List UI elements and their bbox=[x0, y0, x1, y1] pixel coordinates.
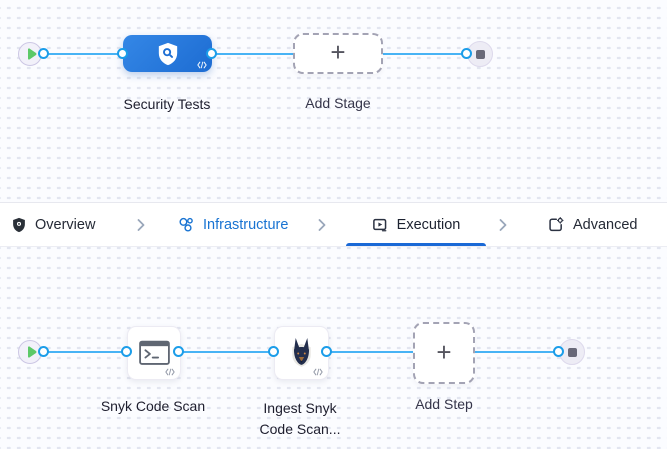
add-stage-button[interactable]: + bbox=[293, 33, 383, 74]
step-label: Ingest Snyk Code Scan... bbox=[230, 398, 370, 440]
stop-icon bbox=[567, 347, 577, 357]
play-icon bbox=[27, 346, 37, 358]
plus-icon: + bbox=[436, 336, 452, 367]
connector-ring bbox=[38, 346, 49, 357]
add-step-button[interactable]: + bbox=[413, 322, 475, 384]
step-label: Snyk Code Scan bbox=[100, 398, 206, 414]
tab-label: Execution bbox=[396, 216, 461, 233]
connector-ring bbox=[121, 346, 132, 357]
tab-label: Infrastructure bbox=[203, 216, 289, 233]
connector-ring bbox=[117, 48, 128, 59]
plus-icon: + bbox=[330, 37, 346, 67]
step-connector-line bbox=[179, 351, 274, 353]
tab-advanced[interactable]: Advanced bbox=[548, 203, 638, 246]
step-connector-line bbox=[327, 351, 413, 353]
tab-execution[interactable]: Execution bbox=[346, 203, 486, 246]
snyk-dog-icon bbox=[287, 337, 316, 370]
tab-label: Overview bbox=[35, 216, 96, 233]
active-tab-indicator bbox=[346, 243, 486, 246]
code-icon bbox=[165, 368, 175, 376]
canvas-bottom-edge bbox=[0, 449, 667, 458]
tab-overview[interactable]: Overview bbox=[12, 203, 95, 246]
pipeline-end-node bbox=[467, 41, 493, 67]
shield-icon bbox=[12, 217, 26, 233]
chevron-right-icon bbox=[318, 218, 326, 231]
add-stage-label: Add Stage bbox=[305, 95, 371, 111]
stage-connector-line bbox=[383, 53, 467, 55]
advanced-gear-icon bbox=[548, 216, 564, 233]
stage-node-security-tests[interactable] bbox=[123, 35, 212, 72]
stage-label: Security Tests bbox=[123, 96, 211, 112]
stage-connector-line bbox=[212, 53, 293, 55]
step-node-snyk-code-scan[interactable] bbox=[127, 326, 181, 380]
connector-ring bbox=[173, 346, 184, 357]
step-connector-line bbox=[475, 351, 559, 353]
code-icon bbox=[197, 61, 207, 69]
tab-label: Advanced bbox=[573, 216, 638, 233]
connector-ring bbox=[38, 48, 49, 59]
connector-ring bbox=[461, 48, 472, 59]
tab-infrastructure[interactable]: Infrastructure bbox=[178, 203, 288, 246]
step-label-line2: Code Scan... bbox=[259, 421, 341, 437]
connector-ring bbox=[321, 346, 332, 357]
chevron-right-icon bbox=[137, 218, 145, 231]
step-label-line1: Ingest Snyk bbox=[263, 400, 337, 416]
step-connector-line bbox=[44, 351, 127, 353]
stop-icon bbox=[475, 49, 485, 59]
step-node-ingest-snyk[interactable] bbox=[274, 326, 329, 380]
code-icon bbox=[313, 368, 323, 376]
connector-ring bbox=[268, 346, 279, 357]
add-step-label: Add Step bbox=[415, 396, 473, 412]
chevron-right-icon bbox=[499, 218, 507, 231]
play-icon bbox=[27, 48, 37, 60]
connector-ring bbox=[553, 346, 564, 357]
stage-config-tab-bar: Overview Infrastructure bbox=[0, 202, 667, 247]
terminal-icon bbox=[138, 340, 170, 366]
execution-icon bbox=[372, 217, 388, 233]
connector-ring bbox=[206, 48, 217, 59]
stage-connector-line bbox=[44, 53, 123, 55]
infrastructure-icon bbox=[178, 217, 194, 233]
shield-scan-icon bbox=[157, 42, 179, 66]
